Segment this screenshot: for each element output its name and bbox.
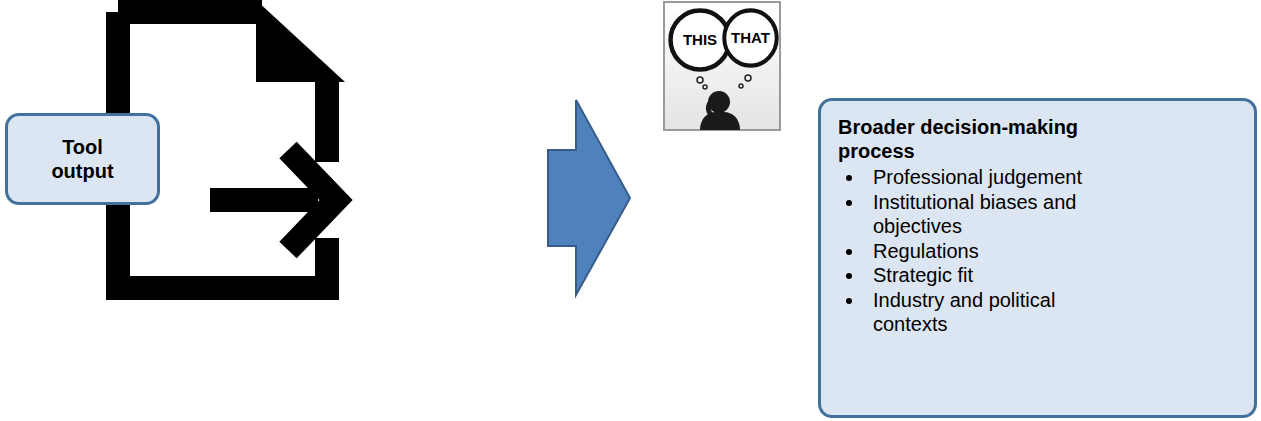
process-box: Broader decision-making processProfessio…: [818, 98, 1257, 418]
node-label: THIS: [683, 31, 717, 49]
thinking-person-picture: [664, 2, 780, 130]
bullet-item: Strategic fit: [865, 263, 1115, 288]
bullet-list: Professional judgementInstitutional bias…: [838, 165, 1115, 337]
bullet-item: Professional judgement: [865, 165, 1115, 190]
node-label: Tool output: [43, 135, 123, 183]
output-box: Tool output: [5, 113, 160, 205]
block-arrow: [548, 100, 630, 295]
thought-bubble: THAT: [722, 8, 779, 68]
bullet-item: Industry and political contexts: [865, 288, 1115, 337]
box-heading: Broader decision-making process: [838, 115, 1103, 163]
bullet-item: Institutional biases and objectives: [865, 190, 1115, 239]
bullet-item: Regulations: [865, 239, 1115, 264]
node-label: THAT: [731, 29, 770, 47]
